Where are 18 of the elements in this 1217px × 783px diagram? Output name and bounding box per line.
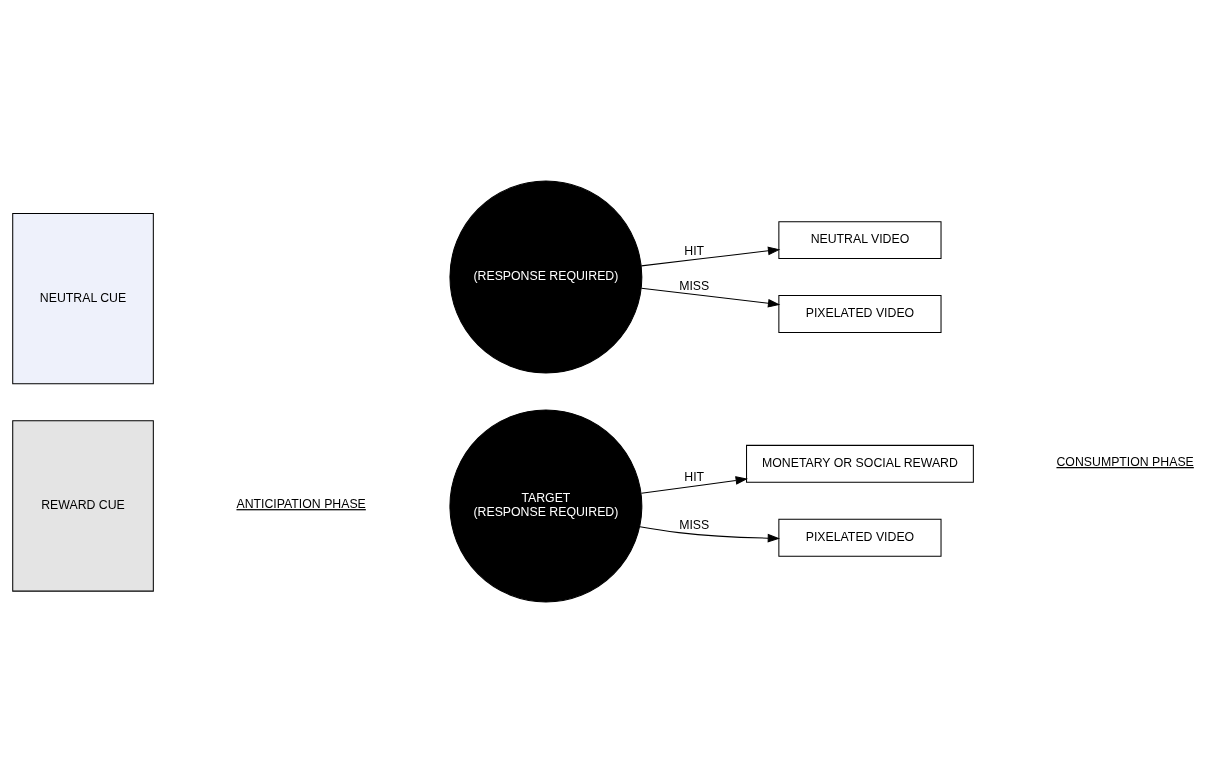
edge-label: HIT: [684, 244, 705, 259]
node-box: REWARD CUE: [12, 420, 154, 592]
arrow: [640, 476, 748, 494]
arrow: [639, 526, 781, 543]
node-circle: TARGET (RESPONSE REQUIRED): [449, 409, 643, 603]
arrow: [640, 246, 781, 267]
node-box: MONETARY OR SOCIAL REWARD: [746, 444, 974, 483]
label: ANTICIPATION PHASE: [236, 497, 366, 512]
node-box: NEUTRAL VIDEO: [778, 221, 942, 260]
edge-label: HIT: [684, 469, 705, 484]
label: CONSUMPTION PHASE: [1056, 455, 1194, 470]
edge-label: MISS: [679, 518, 710, 533]
edge-label: MISS: [679, 279, 710, 293]
node-box: PIXELATED VIDEO: [778, 518, 942, 557]
arrow: [640, 287, 781, 308]
node-circle: (RESPONSE REQUIRED): [449, 180, 643, 374]
node-box: NEUTRAL CUE: [12, 212, 154, 385]
node-box: PIXELATED VIDEO: [778, 295, 942, 333]
